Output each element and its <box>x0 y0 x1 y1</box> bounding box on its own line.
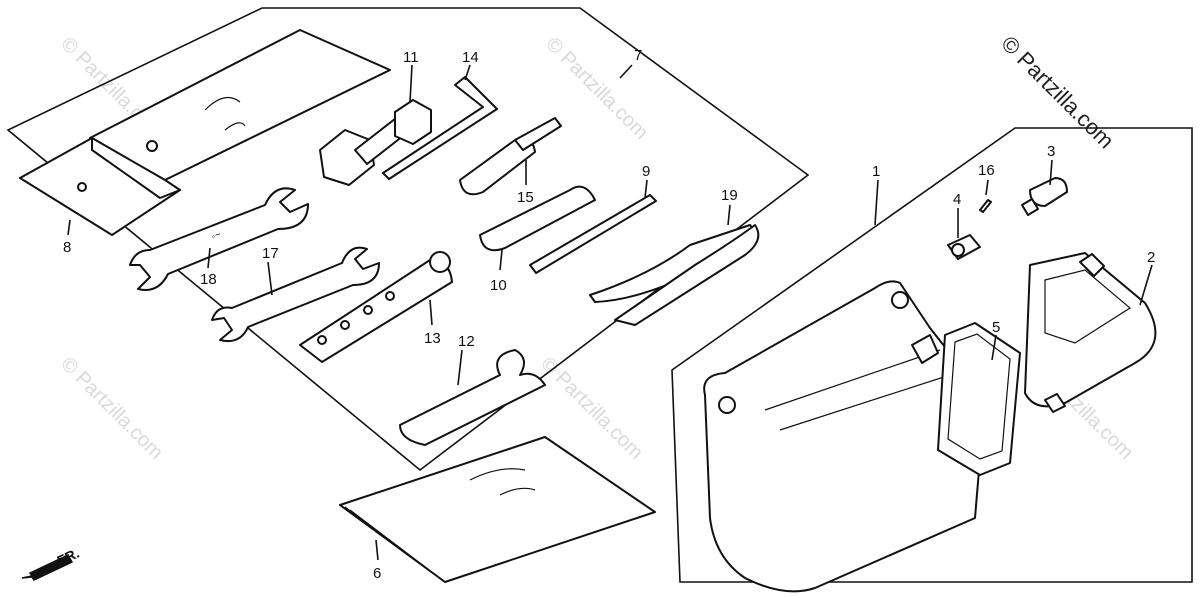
callout-9: 9 <box>642 163 650 180</box>
callout-17: 17 <box>262 245 279 262</box>
callout-6: 6 <box>373 565 381 582</box>
direction-label: FR. <box>55 545 82 569</box>
plug-wrench <box>319 99 432 186</box>
callout-7: 7 <box>634 47 642 64</box>
grommet <box>947 234 981 260</box>
screwdriver-grip <box>459 117 562 196</box>
callout-5: 5 <box>992 319 1000 336</box>
callout-15: 15 <box>517 189 534 206</box>
tool-bag <box>19 29 391 236</box>
callout-13: 13 <box>424 330 441 347</box>
lock-cylinder <box>1021 177 1068 216</box>
tool-kit-boundary <box>6 7 810 472</box>
owners-manual <box>339 436 656 583</box>
svg-text:◦~: ◦~ <box>210 229 223 243</box>
callout-1: 1 <box>872 163 880 180</box>
callout-labels: 1 2 3 4 5 6 7 8 9 10 11 12 13 14 15 16 1… <box>63 47 1155 582</box>
tool-box <box>703 280 986 593</box>
callout-14: 14 <box>462 49 479 66</box>
callout-8: 8 <box>63 239 71 256</box>
callout-18: 18 <box>200 271 217 288</box>
screwdriver-bit <box>529 194 657 274</box>
tool-box-gasket <box>937 322 1021 476</box>
wrench-10x12 <box>211 246 380 343</box>
callout-10: 10 <box>490 277 507 294</box>
callout-16: 16 <box>978 162 995 179</box>
leader-lines <box>67 64 1153 561</box>
watermark-text: © Partzilla.com <box>56 353 167 464</box>
callout-4: 4 <box>953 191 961 208</box>
tool-box-boundary <box>671 127 1193 583</box>
callout-11: 11 <box>403 49 419 66</box>
watermark-primary: © Partzilla.com <box>996 31 1119 154</box>
spring-pin <box>979 199 992 213</box>
screwdriver-handle <box>479 185 596 252</box>
callout-3: 3 <box>1047 143 1055 160</box>
tool-box-lid <box>1024 252 1157 413</box>
callout-12: 12 <box>458 333 475 350</box>
callout-2: 2 <box>1147 249 1155 266</box>
wrench-14x17: ◦~ <box>129 187 309 291</box>
pin-spanner <box>299 251 453 363</box>
hex-wrench <box>382 76 498 180</box>
front-direction-indicator: FR. <box>21 545 82 581</box>
callout-19: 19 <box>721 187 738 204</box>
pliers <box>589 224 760 326</box>
hook-spanner <box>399 349 546 446</box>
arrow-down-left-icon <box>21 554 74 581</box>
